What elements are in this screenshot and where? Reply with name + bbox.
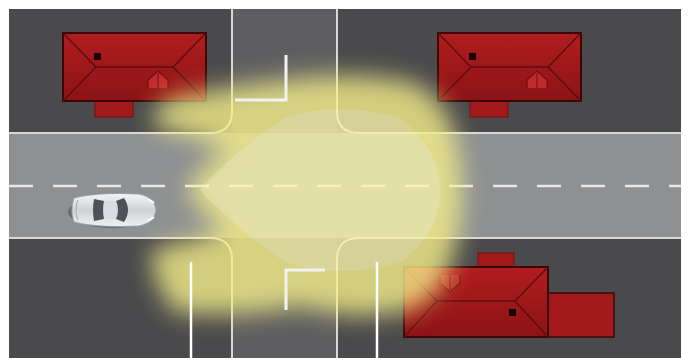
light-beam: [152, 76, 462, 315]
car-icon: [68, 194, 156, 229]
